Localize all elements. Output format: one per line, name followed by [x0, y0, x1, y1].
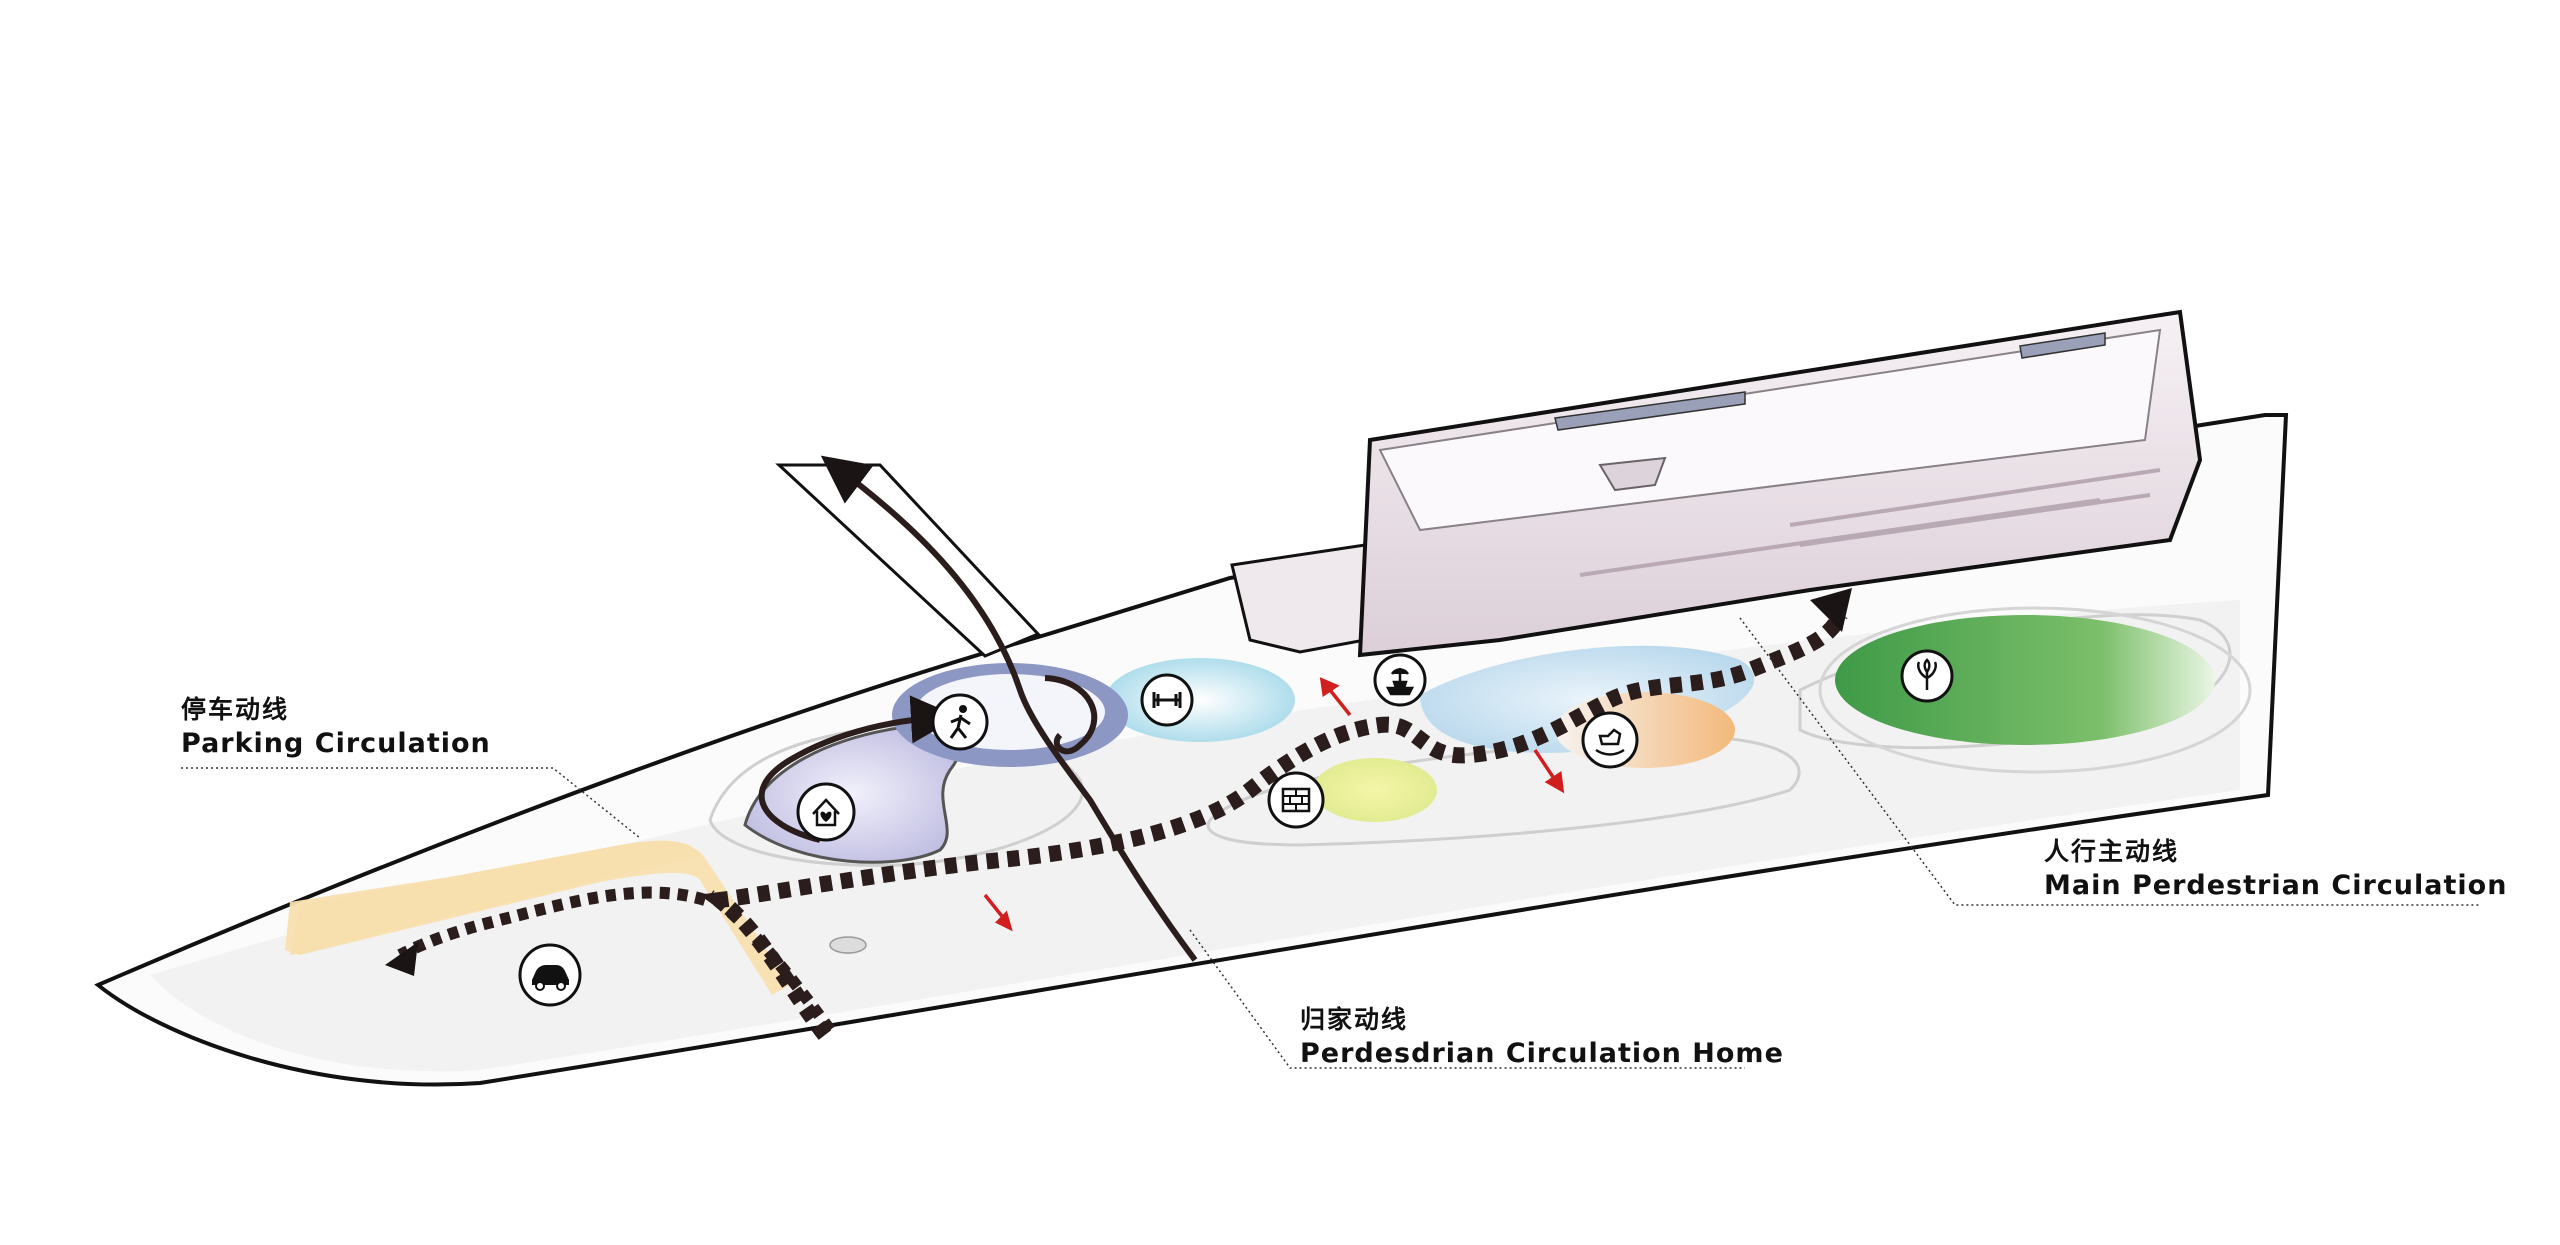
playground: [1555, 692, 1735, 768]
leader-lines: [181, 617, 2480, 1069]
red-arrows: [983, 677, 1565, 932]
roof-vent: [1598, 456, 1667, 492]
rocking-horse-icon: [1581, 711, 1639, 769]
plant-icon: [1900, 649, 1954, 703]
parking-circulation-path: [397, 886, 707, 961]
building-roof: [1378, 328, 2162, 532]
lawn-ring: [1818, 606, 2252, 774]
brick-wall-icon: [1267, 771, 1325, 829]
main-circulation-arrowhead: [1810, 588, 1852, 632]
home-circulation-label-en: Perdesdrian Circulation Home: [1300, 1038, 1784, 1069]
building-podium: [1230, 543, 1367, 654]
north-road: [775, 463, 1041, 658]
car-icon: [518, 943, 582, 1007]
main-circulation-label: 人行主动线 Main Perdestrian Circulation: [2044, 835, 2507, 903]
parking-circulation-label: 停车动线 Parking Circulation: [181, 693, 491, 761]
ring-loop-arc: [1044, 675, 1098, 755]
planter-cylinder: [829, 936, 867, 954]
parking-entry-path: [706, 890, 835, 1034]
fountain-icon: [1373, 653, 1427, 707]
roof-louvres: [1554, 332, 2106, 431]
main-circulation-label-zh: 人行主动线: [2044, 837, 2180, 866]
main-circulation-label-en: Main Perdestrian Circulation: [2044, 870, 2508, 901]
home-loop-arc: [758, 695, 959, 843]
home-circulation-path: [820, 455, 1198, 962]
home-heart-icon: [796, 782, 856, 842]
parking-circulation-arrowhead: [385, 942, 418, 976]
parking-lot: [290, 840, 700, 955]
parking-circulation-label-en: Parking Circulation: [181, 728, 491, 759]
dumbbell-icon: [1140, 673, 1194, 727]
pool: [1105, 658, 1295, 742]
home-circulation-label-zh: 归家动线: [1300, 1005, 1409, 1034]
parking-circulation-label-zh: 停车动线: [181, 695, 290, 724]
home-circulation-label: 归家动线 Perdesdrian Circulation Home: [1300, 1003, 1784, 1071]
main-circulation-path: [699, 611, 1848, 1040]
sand-garden: [1313, 758, 1437, 822]
lawn: [1835, 615, 2215, 745]
building-bands: [1579, 468, 2161, 577]
home-plaza: [743, 723, 962, 864]
walking-person-icon: [931, 693, 989, 751]
